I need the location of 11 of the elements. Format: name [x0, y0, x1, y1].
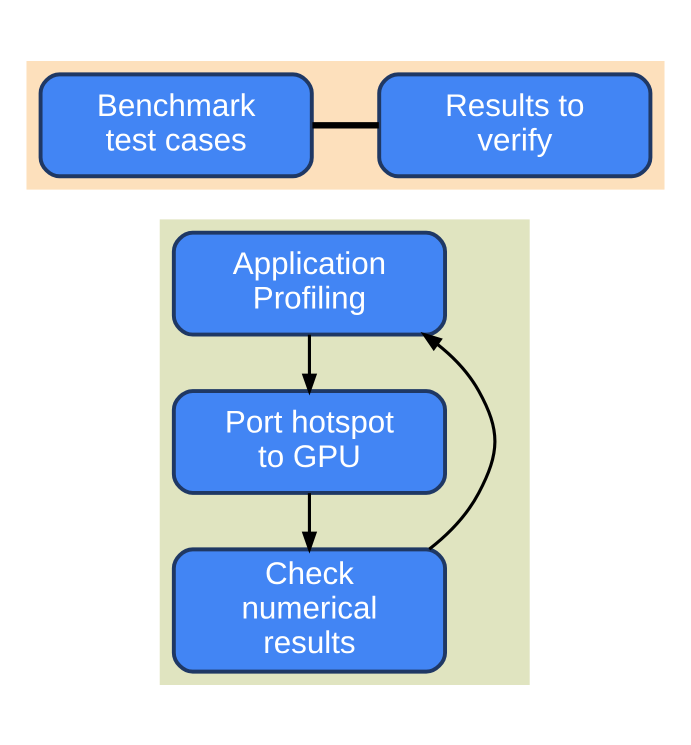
cluster: [26, 60, 665, 190]
node-box: Check numerical results: [172, 546, 447, 674]
connector: [312, 122, 379, 128]
node-box: Benchmark test cases: [38, 72, 314, 178]
arrow: [302, 492, 318, 554]
cluster: [160, 218, 530, 684]
node-box: Results to verify: [377, 72, 652, 178]
node-box: Port hotspot to GPU: [172, 388, 447, 494]
node-box: Application Profiling: [172, 230, 447, 336]
arrow: [420, 331, 496, 550]
arrow: [302, 334, 318, 396]
